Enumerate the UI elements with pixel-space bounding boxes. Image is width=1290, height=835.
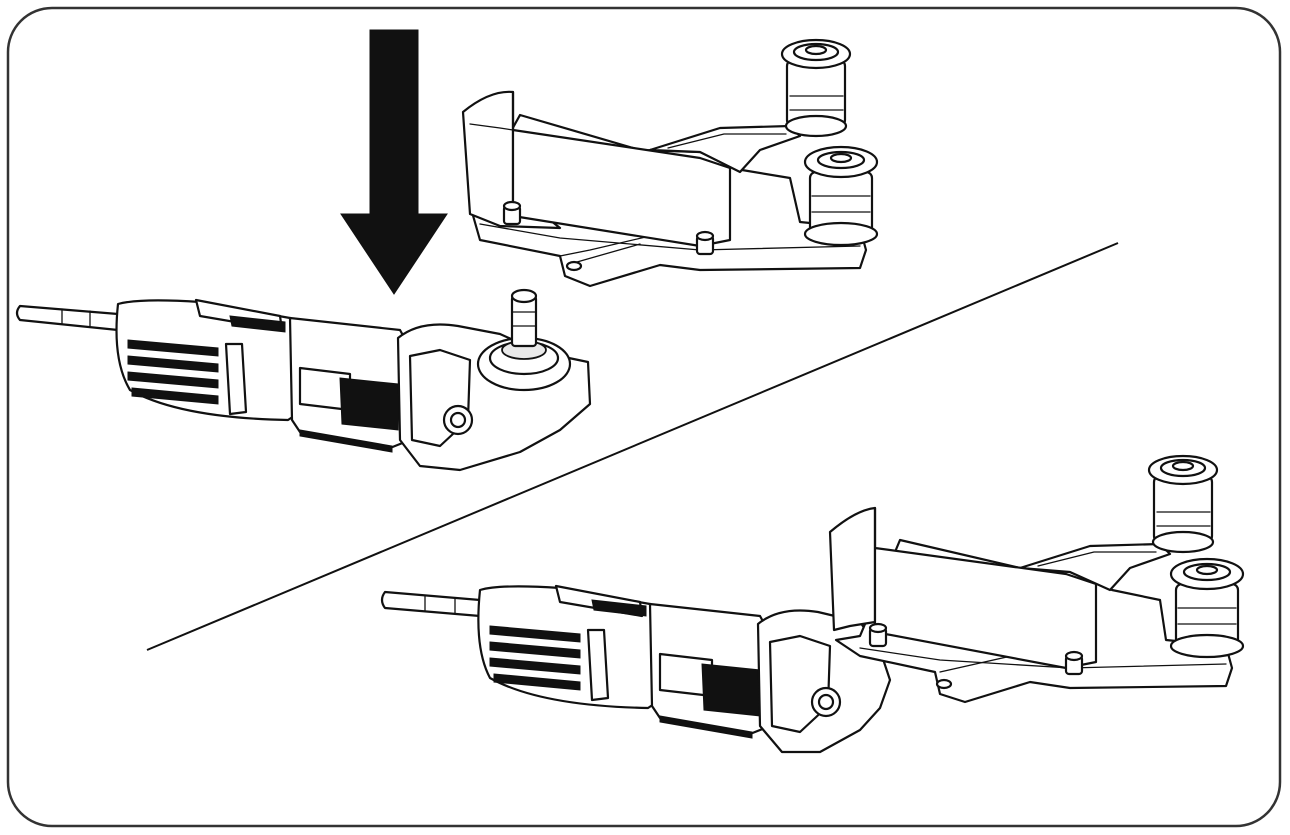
belt-attachment-top (461, 38, 879, 288)
angle-grinder-top (15, 288, 592, 472)
step-divider-line (146, 242, 1119, 651)
roller-upper (780, 38, 852, 138)
down-arrow-icon (340, 29, 448, 295)
roller-upper-assembled (1147, 454, 1219, 554)
roller-lower (803, 145, 879, 247)
roller-lower-assembled (1169, 557, 1245, 659)
assembled-tool-bottom (380, 454, 1245, 754)
